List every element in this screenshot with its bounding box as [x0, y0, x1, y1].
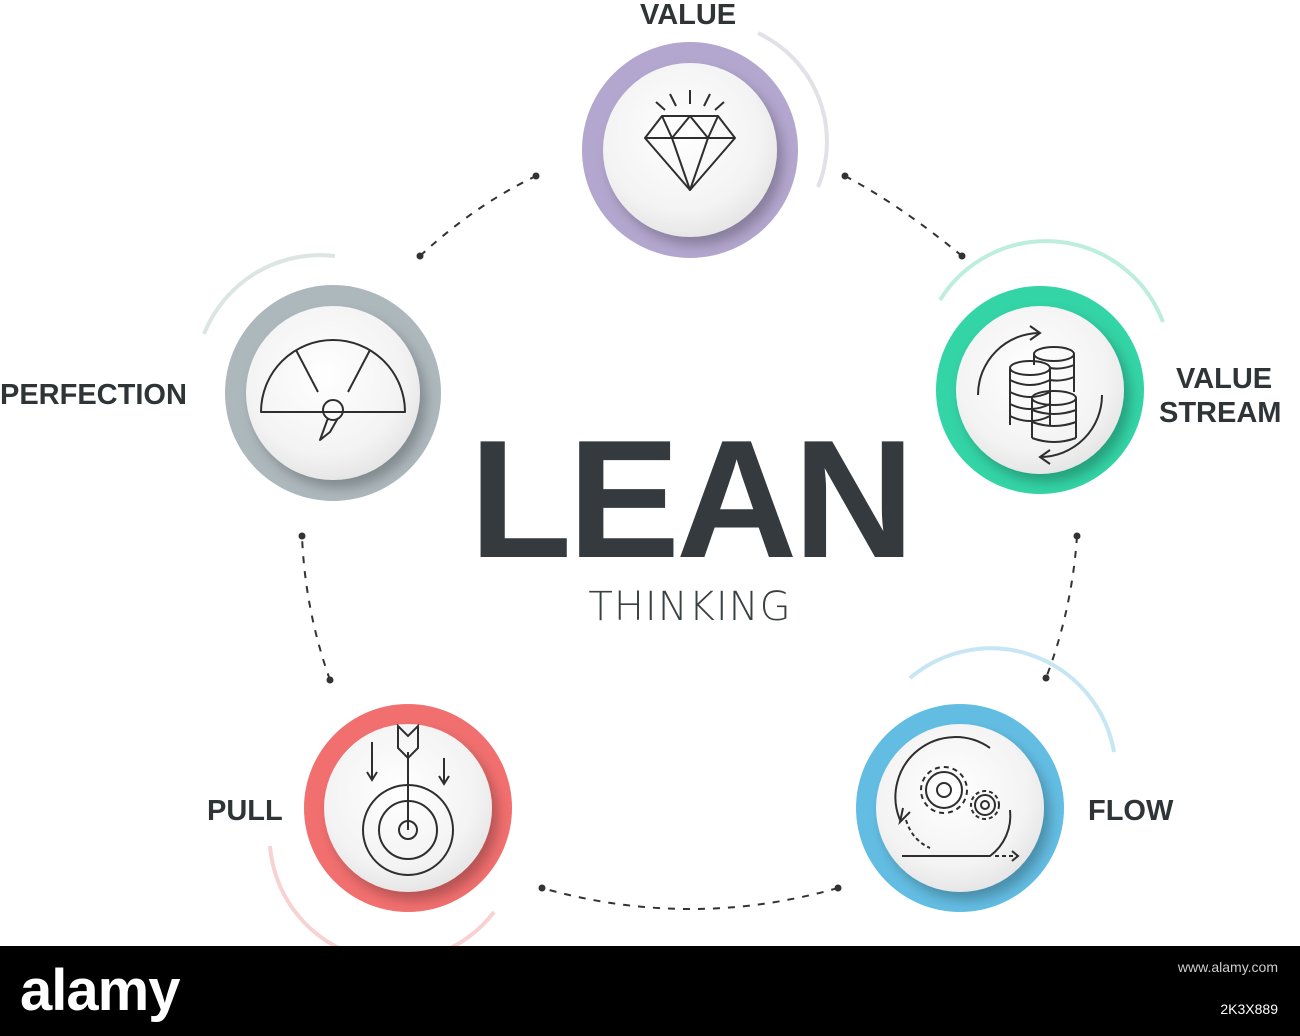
- connector-perfection-to-value: [416, 172, 540, 260]
- connector-pull-to-perfection: [298, 532, 334, 684]
- diagram-canvas: VALUE VALUE STREAM FLOW PULL PERFECTION …: [0, 0, 1282, 946]
- node-value-stream: [936, 286, 1144, 494]
- node-value: [582, 42, 798, 258]
- label-pull: PULL: [207, 795, 283, 827]
- value-disc: [603, 63, 777, 237]
- coin-stack-cycle-icon: [977, 325, 1103, 465]
- flow-disc: [876, 724, 1044, 892]
- connector-flow-to-pull: [538, 884, 842, 910]
- watermark-footer: alamy: [0, 946, 1300, 1036]
- node-pull: [304, 704, 512, 912]
- footer-image-id: 2K3X889: [1220, 1001, 1278, 1017]
- gears-flow-icon: [894, 736, 1020, 862]
- target-arrow-icon: [362, 723, 454, 876]
- label-value: VALUE: [640, 0, 737, 31]
- label-value-stream-line1: VALUE: [1176, 363, 1273, 395]
- center-title: LEAN: [469, 405, 914, 593]
- perfection-outer-arc: [202, 253, 336, 335]
- value-stream-outer-arc: [938, 239, 1165, 323]
- footer-logo: alamy: [20, 958, 180, 1023]
- label-value-stream-line2: STREAM: [1159, 397, 1282, 429]
- flow-outer-arc: [908, 646, 1116, 753]
- center-subtitle: THINKING: [588, 584, 792, 630]
- diamond-icon: [644, 90, 736, 191]
- node-perfection: [225, 285, 441, 501]
- value-outer-arc: [757, 31, 829, 188]
- connector-value-stream-to-flow: [1042, 532, 1081, 682]
- footer-site: www.alamy.com: [1177, 959, 1278, 975]
- label-perfection: PERFECTION: [0, 379, 187, 411]
- node-flow: [856, 704, 1064, 912]
- lean-cycle-diagram: [202, 31, 1165, 946]
- connector-value-to-value-stream: [841, 172, 966, 260]
- value-stream-disc: [956, 306, 1124, 474]
- gauge-icon: [260, 339, 406, 441]
- pull-outer-arc: [268, 845, 496, 946]
- perfection-disc: [246, 306, 420, 480]
- label-flow: FLOW: [1088, 795, 1174, 827]
